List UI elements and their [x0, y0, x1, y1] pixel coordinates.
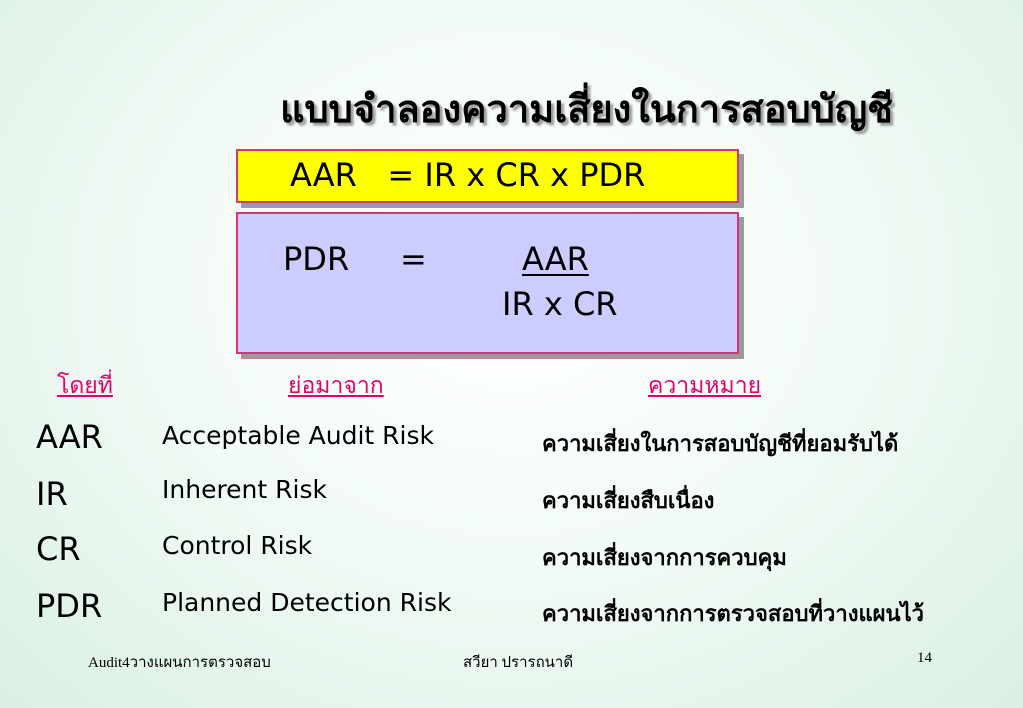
formula-pdr-box [236, 212, 739, 354]
header-abbreviation: ย่อมาจาก [288, 373, 384, 399]
formula-pdr-denominator: IR x CR [502, 285, 618, 323]
row-meaning-pdr: ความเสี่ยงจากการตรวจสอบที่วางแผนไว้ [542, 601, 924, 627]
formula-pdr-numerator: AAR [522, 240, 589, 278]
formula-pdr-equals: = [400, 240, 427, 278]
row-abbr-pdr: PDR [36, 587, 103, 625]
formula-main: AAR = IR x CR x PDR [290, 156, 646, 194]
formula-pdr-lhs: PDR [283, 240, 350, 278]
row-full-pdr: Planned Detection Risk [162, 588, 452, 617]
footer-left: Audit4วางแผนการตรวจสอบ [88, 655, 271, 671]
row-full-ir: Inherent Risk [162, 475, 327, 504]
row-full-aar: Acceptable Audit Risk [162, 421, 434, 450]
formula-main-box [236, 149, 739, 203]
slide-title: แบบจำลองความเสี่ยงในการสอบบัญชี [280, 86, 893, 131]
header-where: โดยที่ [57, 373, 113, 399]
footer-page-number: 14 [917, 650, 932, 666]
header-meaning: ความหมาย [648, 373, 762, 399]
footer-author: สวียา ปรารถนาดี [463, 655, 574, 671]
row-abbr-aar: AAR [36, 418, 103, 456]
row-meaning-cr: ความเสี่ยงจากการควบคุม [542, 545, 787, 571]
row-abbr-cr: CR [36, 530, 81, 568]
row-full-cr: Control Risk [162, 531, 313, 560]
row-meaning-aar: ความเสี่ยงในการสอบบัญชีที่ยอมรับได้ [542, 431, 899, 457]
row-meaning-ir: ความเสี่ยงสืบเนื่อง [542, 488, 715, 514]
row-abbr-ir: IR [36, 475, 68, 513]
